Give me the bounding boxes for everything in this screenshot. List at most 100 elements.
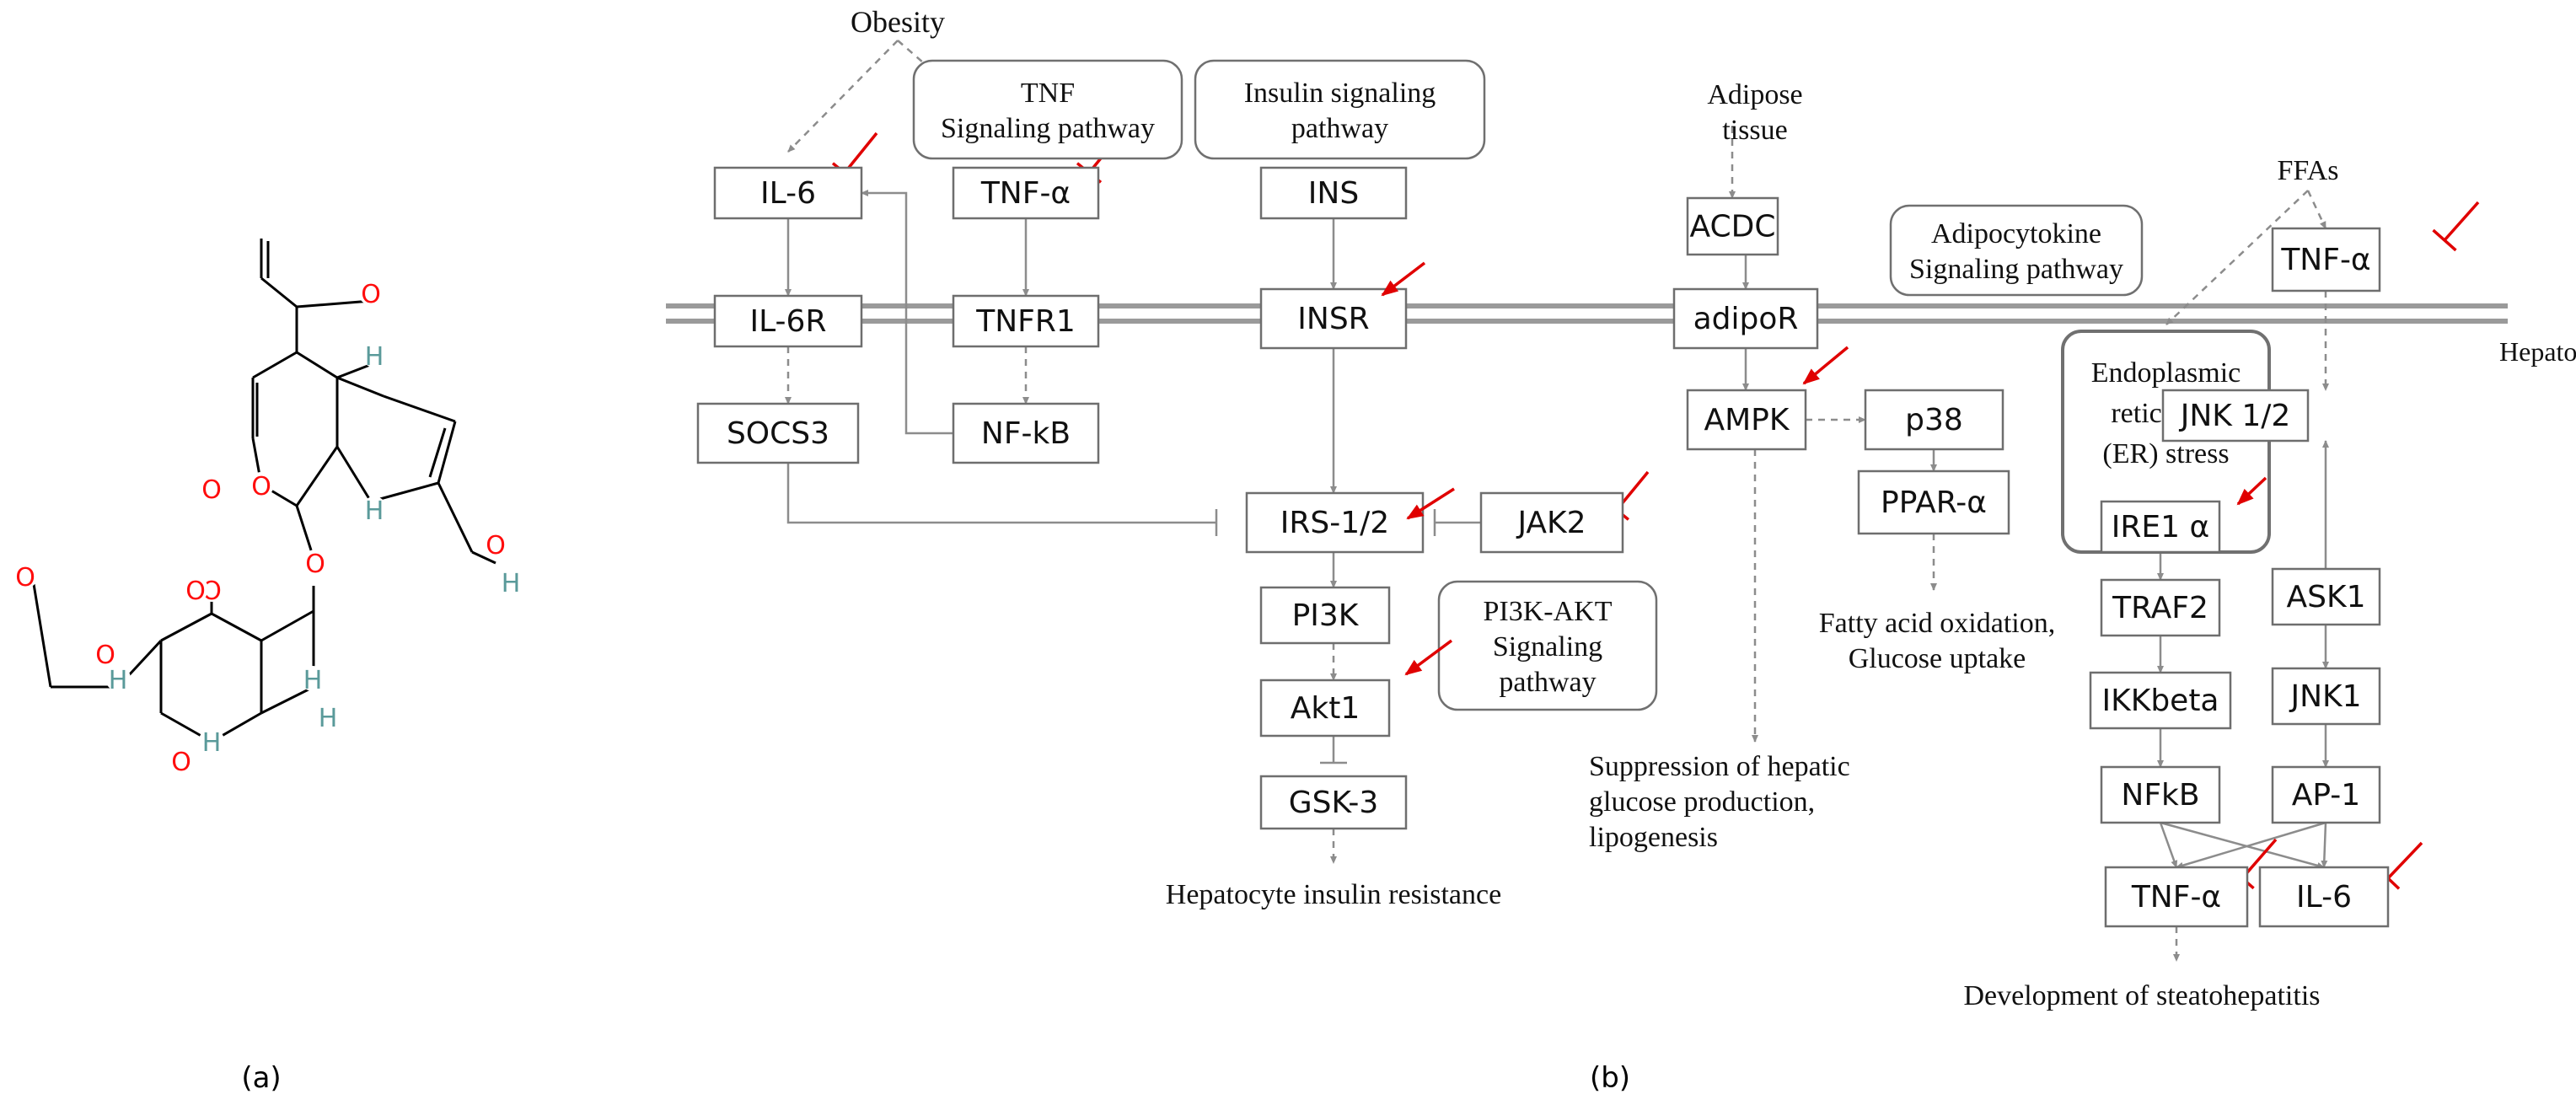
bond-28 bbox=[160, 612, 212, 642]
bond-18 bbox=[295, 505, 315, 559]
atom-o-2: O bbox=[303, 550, 328, 579]
bond-26 bbox=[260, 685, 314, 715]
bond-35 bbox=[32, 583, 52, 688]
target-arrow-0 bbox=[1381, 261, 1426, 297]
node-p38: p38 bbox=[1864, 389, 2004, 451]
atom-h-8: H bbox=[105, 666, 131, 695]
bond-9 bbox=[336, 376, 384, 398]
label-text-0: Obesity bbox=[851, 5, 945, 39]
label-text-6: Suppression of hepatic glucose production… bbox=[1589, 751, 1850, 853]
svg-text:Suppression of hepatic: Suppression of hepatic bbox=[1589, 751, 1850, 782]
svg-text:TNF: TNF bbox=[1021, 78, 1075, 109]
node-ppar: PPAR-α bbox=[1857, 469, 2010, 535]
svg-text:Hepatocyte: Hepatocyte bbox=[2499, 336, 2576, 367]
panel-label-b: (b) bbox=[1590, 1061, 1630, 1095]
svg-text:NF-kB: NF-kB bbox=[981, 416, 1071, 451]
node-ire1: IRE1 α bbox=[2100, 500, 2221, 554]
bond-20 bbox=[471, 550, 496, 565]
svg-text:FFAs: FFAs bbox=[2277, 155, 2338, 186]
node-tnf: TNF-α bbox=[2271, 227, 2381, 292]
svg-text:ACDC: ACDC bbox=[1690, 210, 1776, 244]
svg-text:H: H bbox=[109, 666, 128, 695]
node-jnk-1-2: JNK 1/2 bbox=[2161, 389, 2310, 443]
svg-text:H: H bbox=[202, 728, 222, 758]
target-arrow-3 bbox=[1802, 346, 1849, 385]
node-gsk-3: GSK-3 bbox=[1259, 775, 1408, 830]
svg-text:O: O bbox=[201, 475, 222, 505]
svg-text:INSR: INSR bbox=[1297, 302, 1369, 336]
node-pi3k: PI3K bbox=[1259, 586, 1391, 645]
bond-10 bbox=[383, 394, 456, 423]
bond-13 bbox=[335, 446, 373, 502]
bond-22 bbox=[260, 609, 314, 642]
svg-text:O: O bbox=[171, 748, 191, 777]
target-arrow-2 bbox=[1404, 639, 1453, 676]
svg-text:PPAR-α: PPAR-α bbox=[1881, 485, 1987, 520]
svg-text:O: O bbox=[305, 550, 325, 579]
edge-27 bbox=[2159, 822, 2178, 868]
svg-text:O: O bbox=[361, 280, 381, 309]
bond-2 bbox=[296, 299, 372, 308]
svg-text:Fatty acid oxidation,: Fatty acid oxidation, bbox=[1819, 608, 2055, 639]
svg-text:O: O bbox=[185, 577, 206, 606]
svg-text:glucose production,: glucose production, bbox=[1589, 786, 1815, 818]
svg-text:pathway: pathway bbox=[1291, 113, 1388, 144]
node-tnfr1: TNFR1 bbox=[952, 294, 1100, 348]
svg-text:TRAF2: TRAF2 bbox=[2112, 591, 2208, 625]
svg-text:Obesity: Obesity bbox=[851, 5, 945, 39]
edge-30 bbox=[2321, 822, 2328, 868]
edge-8 bbox=[861, 190, 953, 435]
svg-text:Development of steatohepatitis: Development of steatohepatitis bbox=[1964, 980, 2321, 1011]
svg-text:Signaling pathway: Signaling pathway bbox=[1909, 254, 2123, 285]
edge-35 bbox=[2306, 190, 2327, 229]
atom-h-13: H bbox=[315, 704, 341, 733]
node-akt1: Akt1 bbox=[1259, 679, 1391, 738]
svg-text:IL-6: IL-6 bbox=[760, 176, 816, 211]
pathway-box-1: Insulin signaling pathway bbox=[1194, 59, 1486, 160]
svg-text:H: H bbox=[502, 569, 521, 598]
svg-text:Glucose uptake: Glucose uptake bbox=[1849, 643, 2026, 674]
node-ask1: ASK1 bbox=[2271, 567, 2381, 626]
svg-text:H: H bbox=[365, 342, 384, 372]
panel-label-a: (a) bbox=[241, 1061, 281, 1095]
svg-text:Hepatocyte insulin resistance: Hepatocyte insulin resistance bbox=[1166, 879, 1501, 910]
svg-text:TNF-α: TNF-α bbox=[2280, 243, 2370, 277]
svg-text:AMPK: AMPK bbox=[1704, 403, 1790, 437]
svg-text:PI3K-AKT: PI3K-AKT bbox=[1484, 596, 1613, 627]
atom-o-4: O bbox=[483, 531, 508, 561]
inhibition-mark-3 bbox=[2432, 201, 2480, 252]
node-nf-kb: NF-kB bbox=[952, 402, 1100, 464]
label-text-4: Hepatocyte insulin resistance bbox=[1166, 879, 1501, 910]
edge-10 bbox=[786, 463, 1216, 524]
svg-text:tissue: tissue bbox=[1722, 115, 1787, 146]
bond-4 bbox=[252, 351, 298, 379]
svg-text:JNK 1/2: JNK 1/2 bbox=[2179, 399, 2291, 433]
atom-h-15: H bbox=[362, 496, 387, 526]
label-text-7: Development of steatohepatitis bbox=[1964, 980, 2321, 1011]
svg-text:IL-6: IL-6 bbox=[2296, 880, 2352, 915]
svg-text:IL-6R: IL-6R bbox=[750, 304, 827, 339]
bond-23 bbox=[211, 612, 262, 642]
target-arrow-1 bbox=[1406, 487, 1455, 520]
edge-29 bbox=[2176, 821, 2326, 869]
node-adipor: adipoR bbox=[1672, 287, 1819, 350]
svg-text:adipoR: adipoR bbox=[1693, 302, 1799, 336]
bond-15 bbox=[295, 446, 339, 507]
svg-text:NFkB: NFkB bbox=[2121, 778, 2199, 813]
svg-text:ASK1: ASK1 bbox=[2287, 580, 2366, 614]
target-arrow-4 bbox=[2236, 476, 2267, 506]
bond-11 bbox=[437, 421, 457, 484]
bond-1 bbox=[260, 276, 298, 308]
atom-o-1: O bbox=[249, 472, 274, 502]
svg-text:Insulin signaling: Insulin signaling bbox=[1244, 78, 1436, 109]
svg-text:(ER) stress: (ER) stress bbox=[2102, 438, 2229, 469]
svg-text:lipogenesis: lipogenesis bbox=[1589, 822, 1718, 853]
atom-h-10: H bbox=[199, 728, 224, 758]
atom-o-7: O bbox=[183, 577, 208, 606]
svg-text:IRS-1/2: IRS-1/2 bbox=[1280, 506, 1389, 540]
svg-text:O: O bbox=[95, 641, 115, 670]
